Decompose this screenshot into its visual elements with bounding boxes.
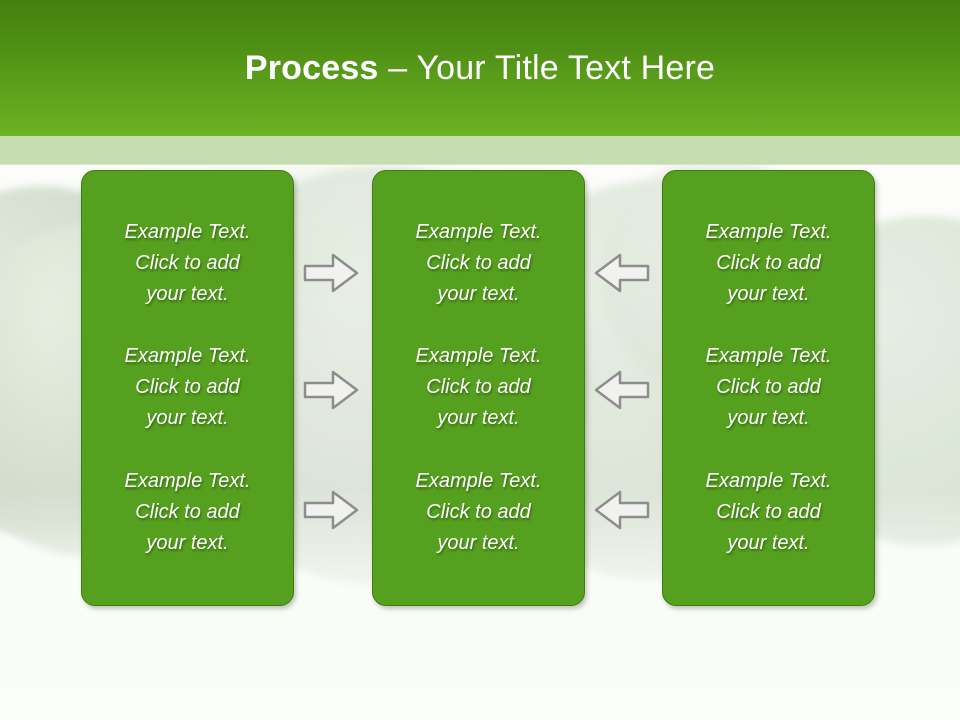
arrow-left-icon	[594, 252, 650, 294]
page-title: Process – Your Title Text Here	[0, 48, 960, 88]
process-column-3[interactable]: Example Text. Click to add your text. Ex…	[662, 170, 875, 606]
slide-header: Process – Your Title Text Here	[0, 0, 960, 136]
arrow-right-icon	[303, 369, 359, 411]
process-cell[interactable]: Example Text. Click to add your text.	[415, 220, 542, 305]
page-title-bold: Process	[244, 49, 379, 87]
page-title-rest: – Your Title Text Here	[378, 49, 716, 87]
process-cell[interactable]: Example Text. Click to add your text.	[705, 345, 832, 430]
process-column-2[interactable]: Example Text. Click to add your text. Ex…	[372, 170, 585, 606]
process-cell[interactable]: Example Text. Click to add your text.	[124, 220, 251, 305]
process-column-1[interactable]: Example Text. Click to add your text. Ex…	[81, 170, 294, 606]
arrow-left-icon	[594, 489, 650, 531]
header-accent-band	[0, 136, 960, 165]
process-cell[interactable]: Example Text. Click to add your text.	[415, 345, 542, 430]
arrow-left-icon	[594, 369, 650, 411]
arrow-right-icon	[303, 252, 359, 294]
process-cell[interactable]: Example Text. Click to add your text.	[124, 470, 251, 555]
process-cell[interactable]: Example Text. Click to add your text.	[415, 470, 542, 555]
process-cell[interactable]: Example Text. Click to add your text.	[705, 470, 832, 555]
arrow-right-icon	[303, 489, 359, 531]
process-cell[interactable]: Example Text. Click to add your text.	[705, 220, 832, 305]
process-cell[interactable]: Example Text. Click to add your text.	[124, 345, 251, 430]
